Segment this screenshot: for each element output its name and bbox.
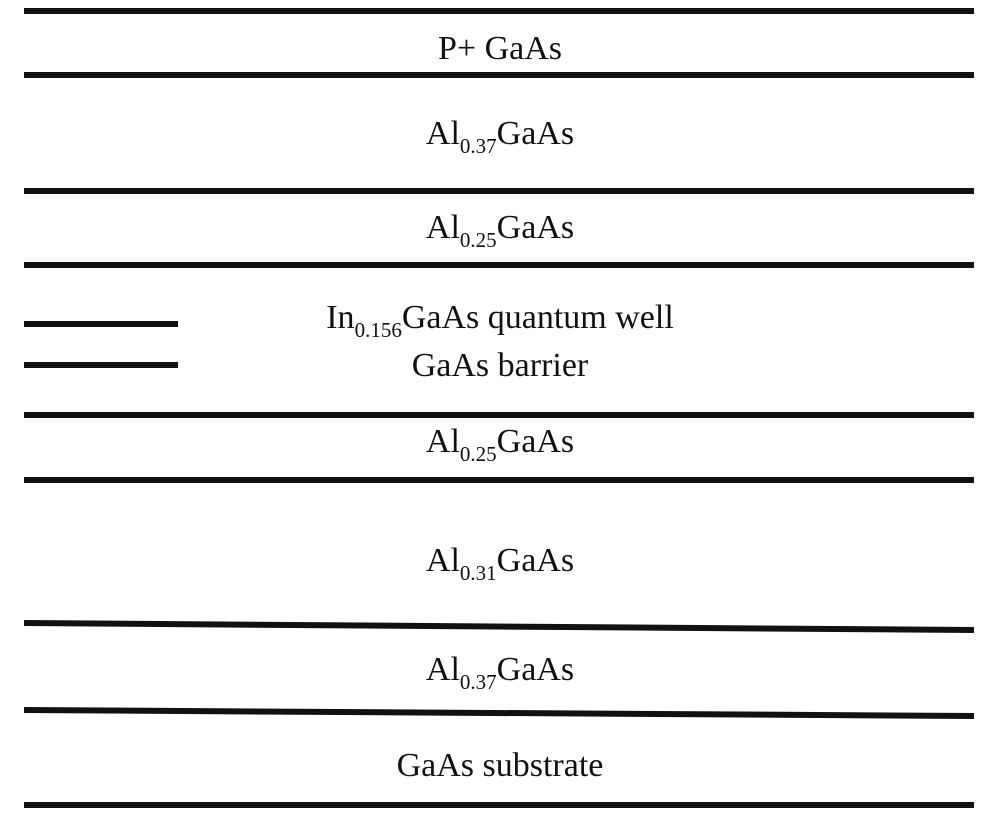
layer-label-al025-bottom: Al0.25GaAs: [425, 423, 575, 466]
layer-boundary-line: [23, 620, 975, 633]
layer-label-al025-top: Al0.25GaAs: [425, 209, 575, 252]
layer-boundary-line: [24, 262, 974, 268]
layer-boundary-line: [24, 72, 974, 78]
layer-label-quantum-well: In0.156GaAs quantum well: [326, 299, 674, 342]
layer-boundary-line: [23, 707, 975, 719]
layer-boundary-line: [24, 188, 974, 194]
quantum-well-marker-line: [24, 321, 178, 327]
barrier-marker-line: [24, 362, 178, 368]
layer-label-p-gaas: P+ GaAs: [437, 30, 562, 67]
layer-label-gaas-substrate: GaAs substrate: [396, 747, 604, 784]
layer-boundary-line: [24, 412, 974, 418]
layer-label-al037-top: Al0.37GaAs: [425, 115, 575, 158]
layer-label-al037-bottom: Al0.37GaAs: [425, 651, 575, 694]
layer-label-gaas-barrier: GaAs barrier: [411, 347, 589, 384]
layer-boundary-line: [24, 8, 974, 14]
layer-label-al031: Al0.31GaAs: [425, 542, 575, 585]
layer-boundary-line: [24, 802, 974, 808]
layer-boundary-line: [24, 477, 974, 483]
